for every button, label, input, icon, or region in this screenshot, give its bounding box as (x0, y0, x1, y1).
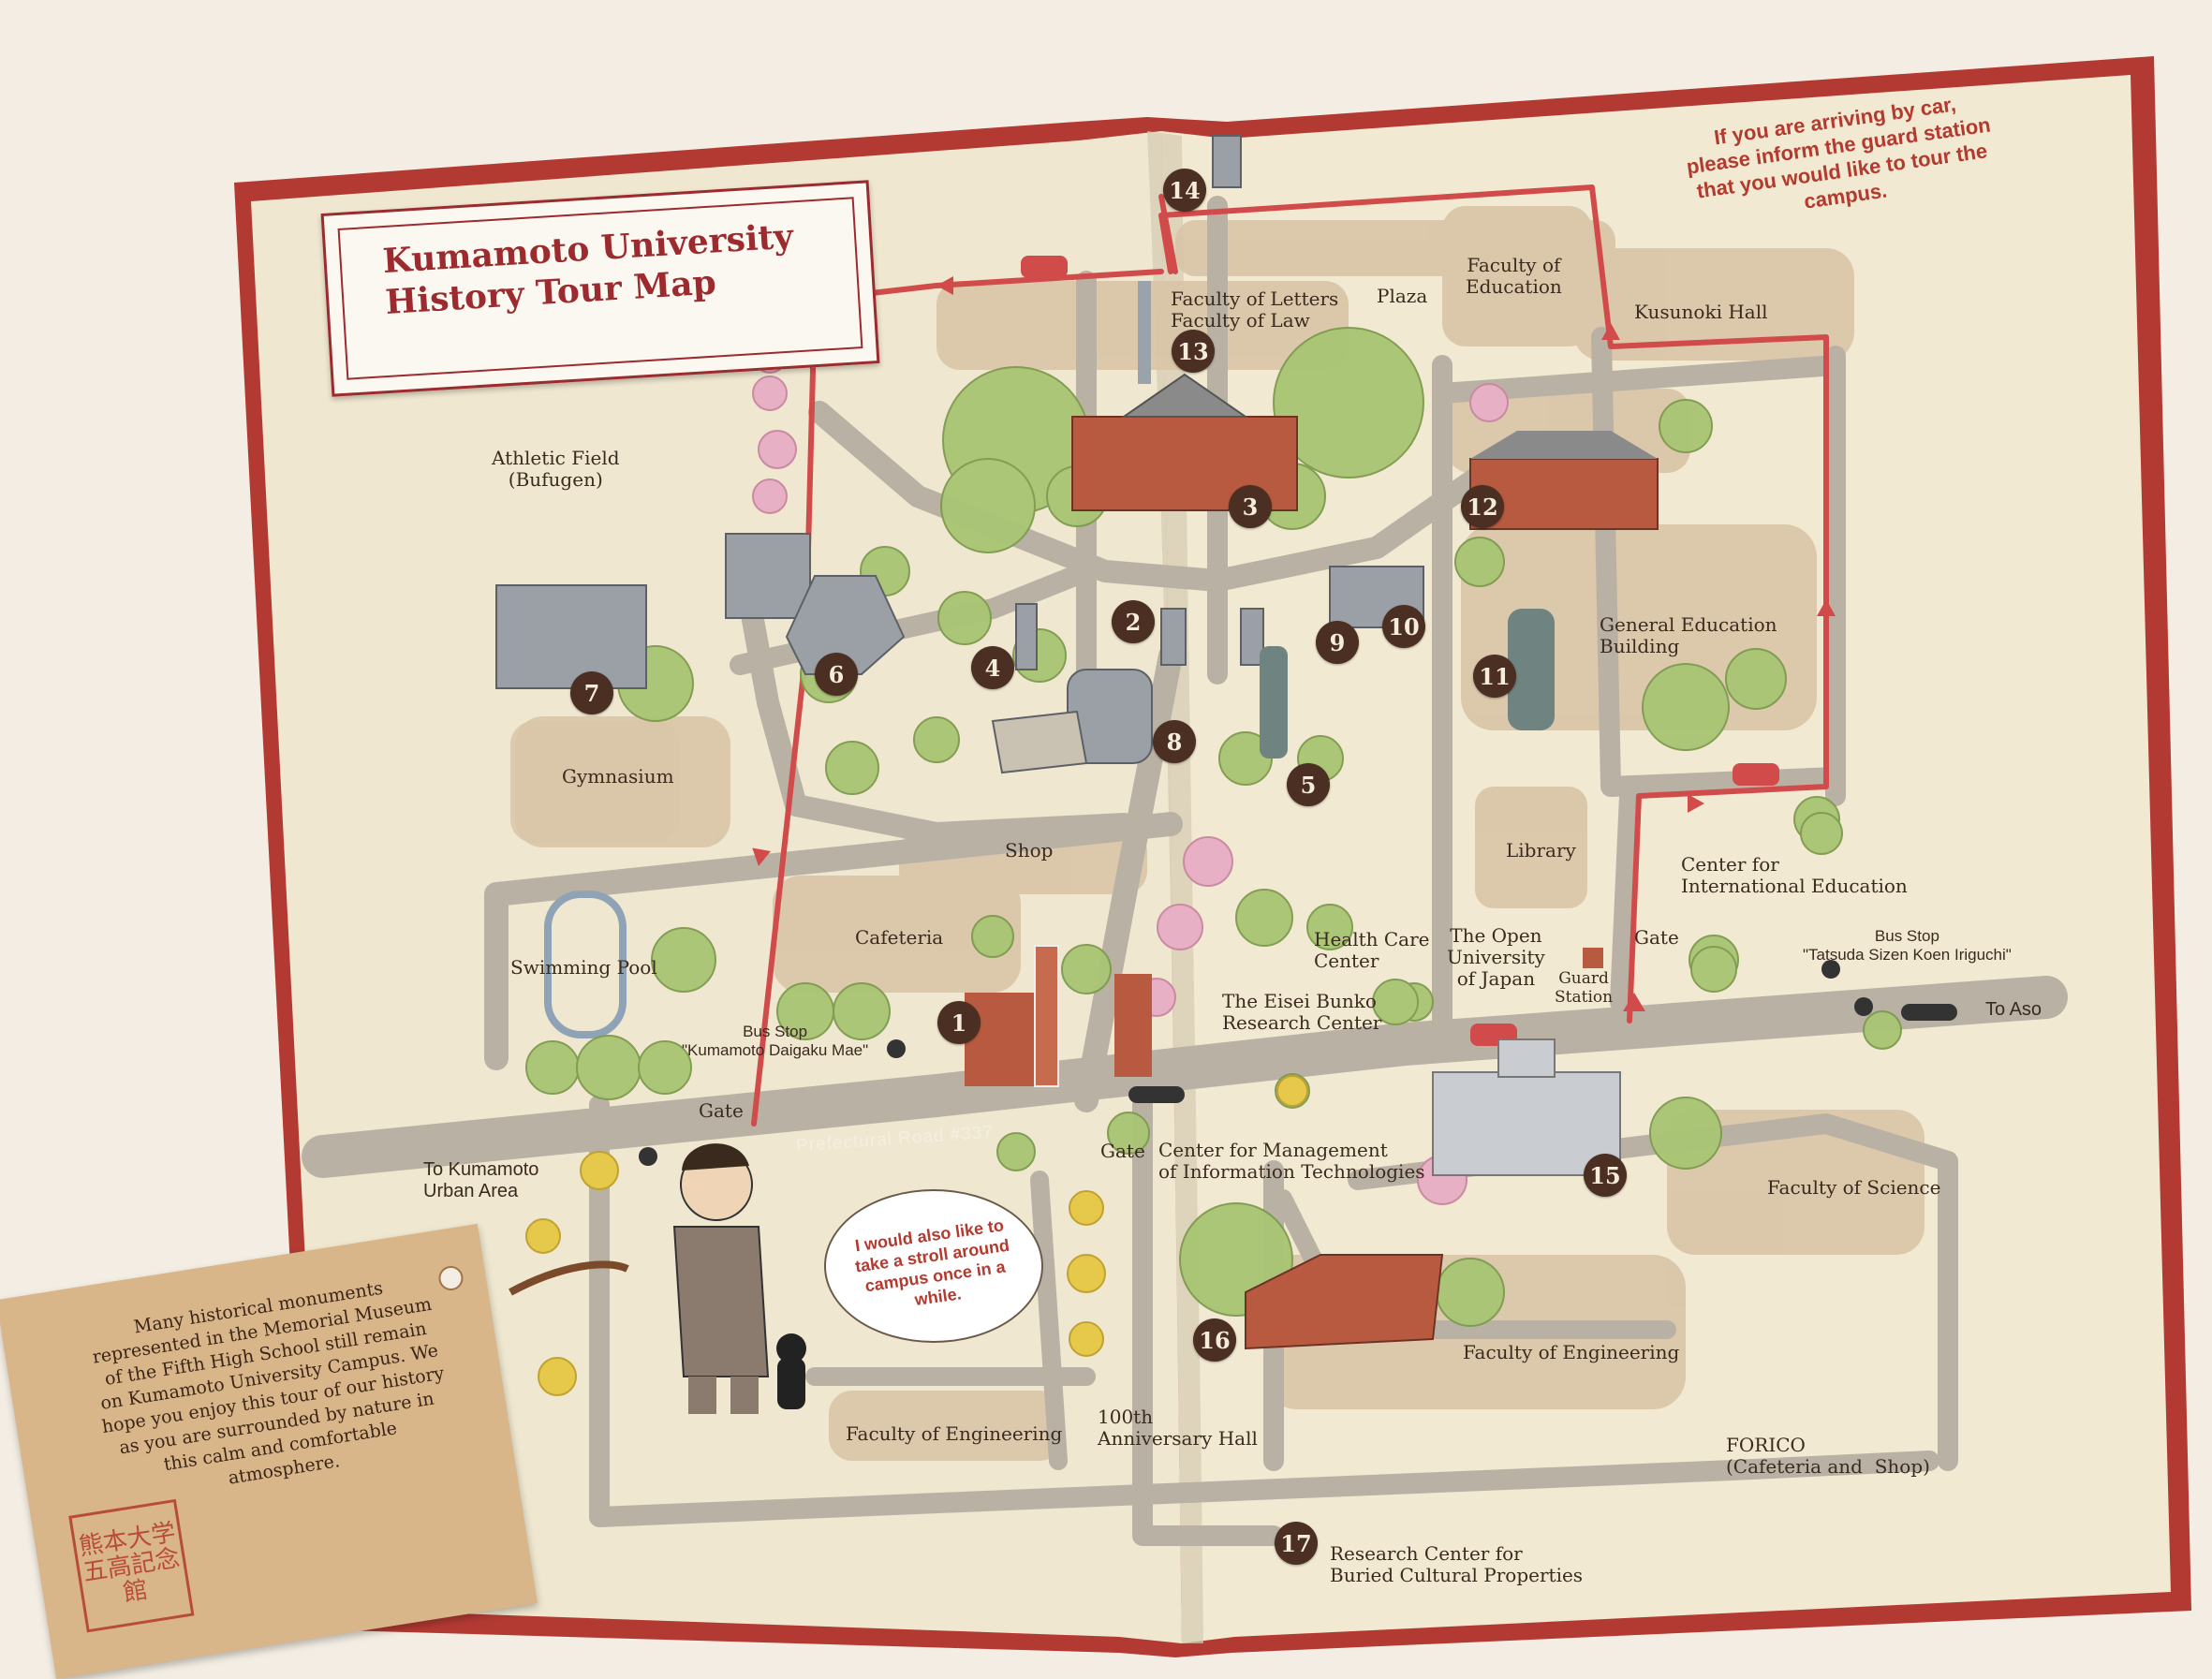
marker-7[interactable]: 7 (570, 671, 613, 714)
label-faculty-engineering-east: Faculty of Engineering (1463, 1341, 1680, 1363)
label-bus-stop-east: Bus Stop "Tatsuda Sizen Koen Iriguchi" (1803, 927, 2012, 964)
right-page (1161, 75, 2171, 1643)
marker-2[interactable]: 2 (1112, 600, 1155, 643)
label-kusunoki-hall: Kusunoki Hall (1634, 301, 1768, 323)
label-library: Library (1506, 839, 1576, 862)
label-faculty-education: Faculty of Education (1466, 254, 1562, 298)
label-forico: FORICO (Cafeteria and Shop) (1726, 1434, 1930, 1478)
label-athletic-field: Athletic Field (Bufugen) (492, 447, 620, 491)
speech-bubble-text: I would also like to take a stroll aroun… (853, 1215, 1011, 1310)
label-research-buried-cultural: Research Center for Buried Cultural Prop… (1330, 1542, 1584, 1586)
guard-station (1583, 948, 1603, 968)
label-gymnasium: Gymnasium (562, 765, 674, 788)
founder-character (672, 1143, 806, 1414)
marker-12[interactable]: 12 (1461, 485, 1504, 528)
title-card: Kumamoto University History Tour Map (320, 180, 880, 397)
marker-5[interactable]: 5 (1287, 763, 1330, 806)
bus-stop-signs (639, 960, 1873, 1166)
label-swimming-pool: Swimming Pool (510, 956, 657, 979)
label-plaza: Plaza (1377, 285, 1428, 307)
monuments (495, 135, 1424, 774)
info-tag-text: Many historical monuments represented in… (91, 1277, 446, 1489)
label-gate-south: Gate (1100, 1140, 1145, 1162)
label-center-international: Center for International Education (1681, 853, 1908, 897)
gate-tower-1 (965, 945, 1152, 1087)
marker-4[interactable]: 4 (971, 646, 1014, 689)
speech-bubble: I would also like to take a stroll aroun… (824, 1189, 1043, 1343)
marker-11[interactable]: 11 (1473, 655, 1516, 698)
label-open-university: The Open University of Japan (1447, 924, 1545, 990)
label-bus-stop-west: Bus Stop "Kumamoto Daigaku Mae" (682, 1023, 869, 1059)
label-faculty-engineering-west: Faculty of Engineering (846, 1422, 1063, 1445)
marker-8[interactable]: 8 (1153, 720, 1196, 763)
label-100th-anniversary-hall: 100th Anniversary Hall (1098, 1406, 1258, 1450)
red-brick-building-12 (1469, 431, 1659, 530)
statue-figures (1260, 609, 1555, 758)
marker-16[interactable]: 16 (1193, 1318, 1236, 1362)
seal-stamp: 熊本大学五高記念館 (68, 1498, 195, 1633)
marker-17[interactable]: 17 (1275, 1522, 1318, 1565)
label-gate-east: Gate (1634, 926, 1679, 949)
route-arrows (752, 276, 1836, 1011)
marker-3[interactable]: 3 (1229, 485, 1272, 528)
label-general-education: General Education Building (1600, 613, 1777, 657)
marker-13[interactable]: 13 (1172, 330, 1215, 373)
label-health-care-center: Health Care Center (1314, 928, 1430, 972)
label-guard-station: Guard Station (1555, 969, 1614, 1007)
label-eisei-bunko: The Eisei Bunko Research Center (1222, 990, 1382, 1034)
red-brick-building-3 (1071, 281, 1298, 511)
traffic-lights (1128, 1004, 1957, 1103)
label-to-aso: To Aso (1985, 999, 2042, 1020)
marker-9[interactable]: 9 (1316, 621, 1359, 664)
roads (302, 196, 2068, 1546)
label-cafeteria: Cafeteria (855, 926, 944, 949)
tag-hole (436, 1264, 465, 1292)
info-tag: Many historical monuments represented in… (0, 1223, 538, 1679)
marker-1[interactable]: 1 (937, 1001, 981, 1044)
label-faculty-science: Faculty of Science (1767, 1176, 1941, 1199)
label-to-kumamoto: To Kumamoto Urban Area (423, 1159, 539, 1201)
marker-10[interactable]: 10 (1382, 605, 1425, 648)
marker-14[interactable]: 14 (1163, 169, 1206, 212)
ginkgo-trees (525, 1075, 1308, 1396)
marker-6[interactable]: 6 (815, 653, 858, 696)
car-icons (1021, 256, 1779, 1046)
label-gate-west: Gate (699, 1099, 744, 1122)
building-15 (1432, 1038, 1621, 1176)
label-shop: Shop (1005, 839, 1054, 862)
swimming-pool-track (544, 891, 627, 1038)
label-center-management: Center for Management of Information Tec… (1158, 1139, 1425, 1183)
building-16 (1245, 1254, 1444, 1350)
label-faculty-letters-law: Faculty of Letters Faculty of Law (1171, 287, 1339, 331)
marker-15[interactable]: 15 (1584, 1154, 1627, 1197)
